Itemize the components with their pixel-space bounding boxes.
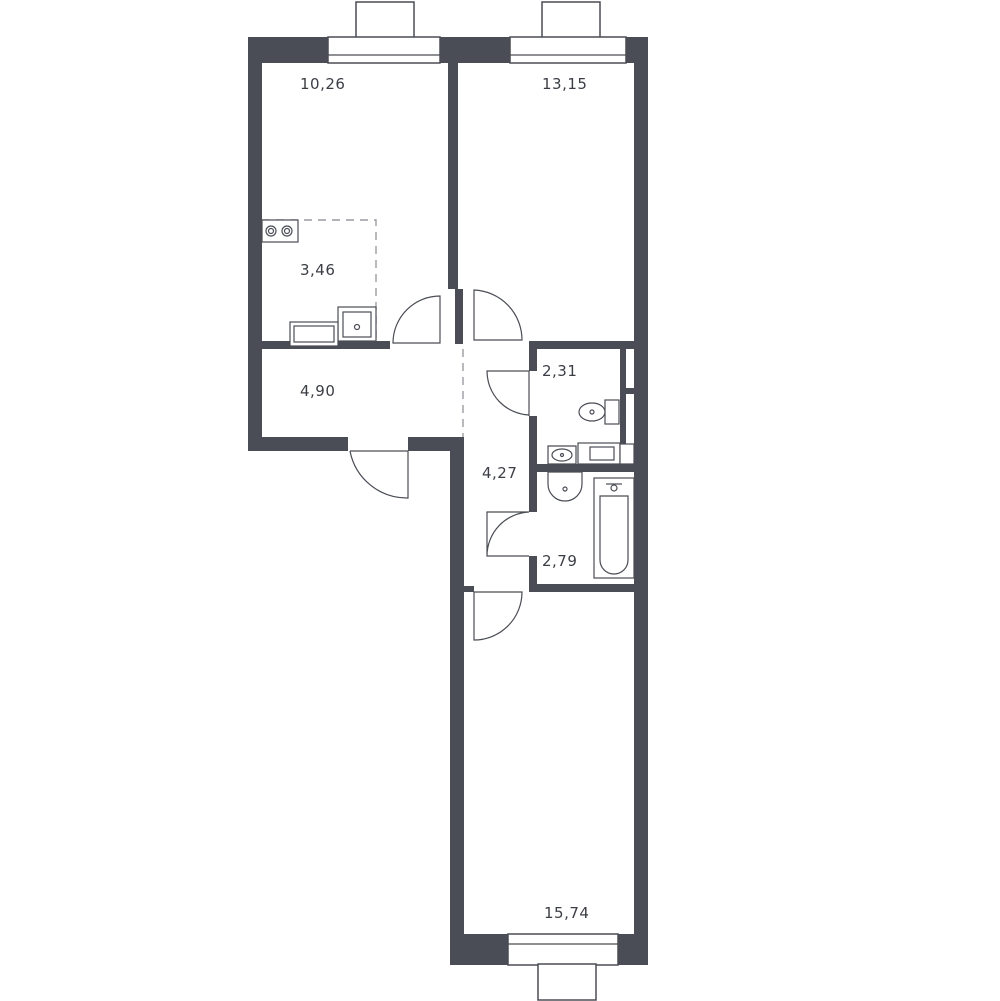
sink-icon bbox=[547, 445, 577, 465]
zone-dash-lines bbox=[262, 219, 464, 437]
window-icon bbox=[507, 933, 619, 1001]
room-area-label: 4,27 bbox=[482, 464, 517, 482]
window-icon bbox=[509, 1, 627, 64]
kitchen-sink-icon bbox=[337, 306, 377, 342]
door-swing-icon bbox=[349, 289, 530, 641]
room-area-label: 4,90 bbox=[300, 382, 335, 400]
toilet-icon bbox=[578, 399, 620, 425]
room-area-label: 13,15 bbox=[542, 75, 587, 93]
washer-icon bbox=[577, 442, 635, 465]
bathtub-icon bbox=[593, 477, 635, 579]
sink-icon bbox=[547, 471, 583, 502]
room-area-label: 2,31 bbox=[542, 362, 577, 380]
room-area-label: 10,26 bbox=[300, 75, 345, 93]
walls bbox=[248, 37, 648, 965]
stove-icon bbox=[261, 219, 299, 243]
room-area-label: 2,79 bbox=[542, 552, 577, 570]
room-area-label: 15,74 bbox=[544, 904, 589, 922]
window-icon bbox=[327, 1, 441, 64]
room-area-label: 3,46 bbox=[300, 261, 335, 279]
counter-icon bbox=[289, 321, 339, 347]
